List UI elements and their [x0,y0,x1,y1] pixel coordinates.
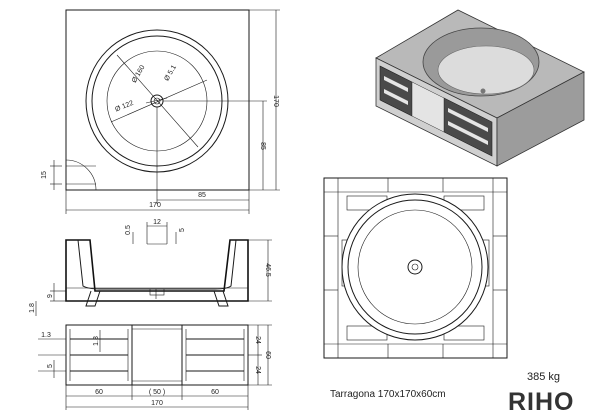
plan-view [323,177,508,359]
outer-diameter-label: Ø 160 [131,64,147,84]
corner-label: 15 [41,171,48,179]
front-left-dim-c: 5 [47,364,54,368]
front-bottom-seg-mid: ( 50 ) [149,389,165,396]
weight-label: 385 kg [527,371,561,383]
top-center-height-label: 85 [259,142,266,150]
section-view: 12 0.5 5 46.5 9 1.8 [29,219,272,316]
brand-logo: RIHO [508,388,575,416]
front-height-label: 60 [264,351,271,359]
drain-diameter-label: Ø 5.1 [163,64,178,82]
top-height-label: 170 [272,95,279,107]
top-width-label: 170 [149,202,161,209]
top-view: 170 85 170 85 Ø 160 Ø 5.1 Ø 122 15 [41,9,280,214]
section-height-label: 46.5 [264,263,271,277]
top-center-width-label: 85 [198,192,206,199]
front-left-dim-b: 1.3 [93,336,100,346]
section-top-dim-b: 0.5 [125,225,132,235]
front-total-width: 170 [151,400,163,407]
front-bottom-seg-left: 60 [95,389,103,396]
isometric-view [375,9,585,167]
section-top-dim-c: 5 [179,228,186,232]
front-bottom-seg-right: 60 [211,389,219,396]
section-base-label: 1.8 [29,303,36,313]
model-name-caption: Tarragona 170x170x60cm [330,389,446,400]
front-right-dim-b: 24 [254,366,261,374]
inner-diameter-label: Ø 122 [114,100,134,114]
section-foot-label: 9 [47,294,54,298]
front-left-dim-a: 1.3 [41,332,51,339]
front-view: 1.3 1.3 5 24 24 60 60 ( 50 ) 60 170 [38,324,272,410]
section-top-dim-a: 12 [153,219,161,226]
front-right-dim-a: 24 [254,336,261,344]
